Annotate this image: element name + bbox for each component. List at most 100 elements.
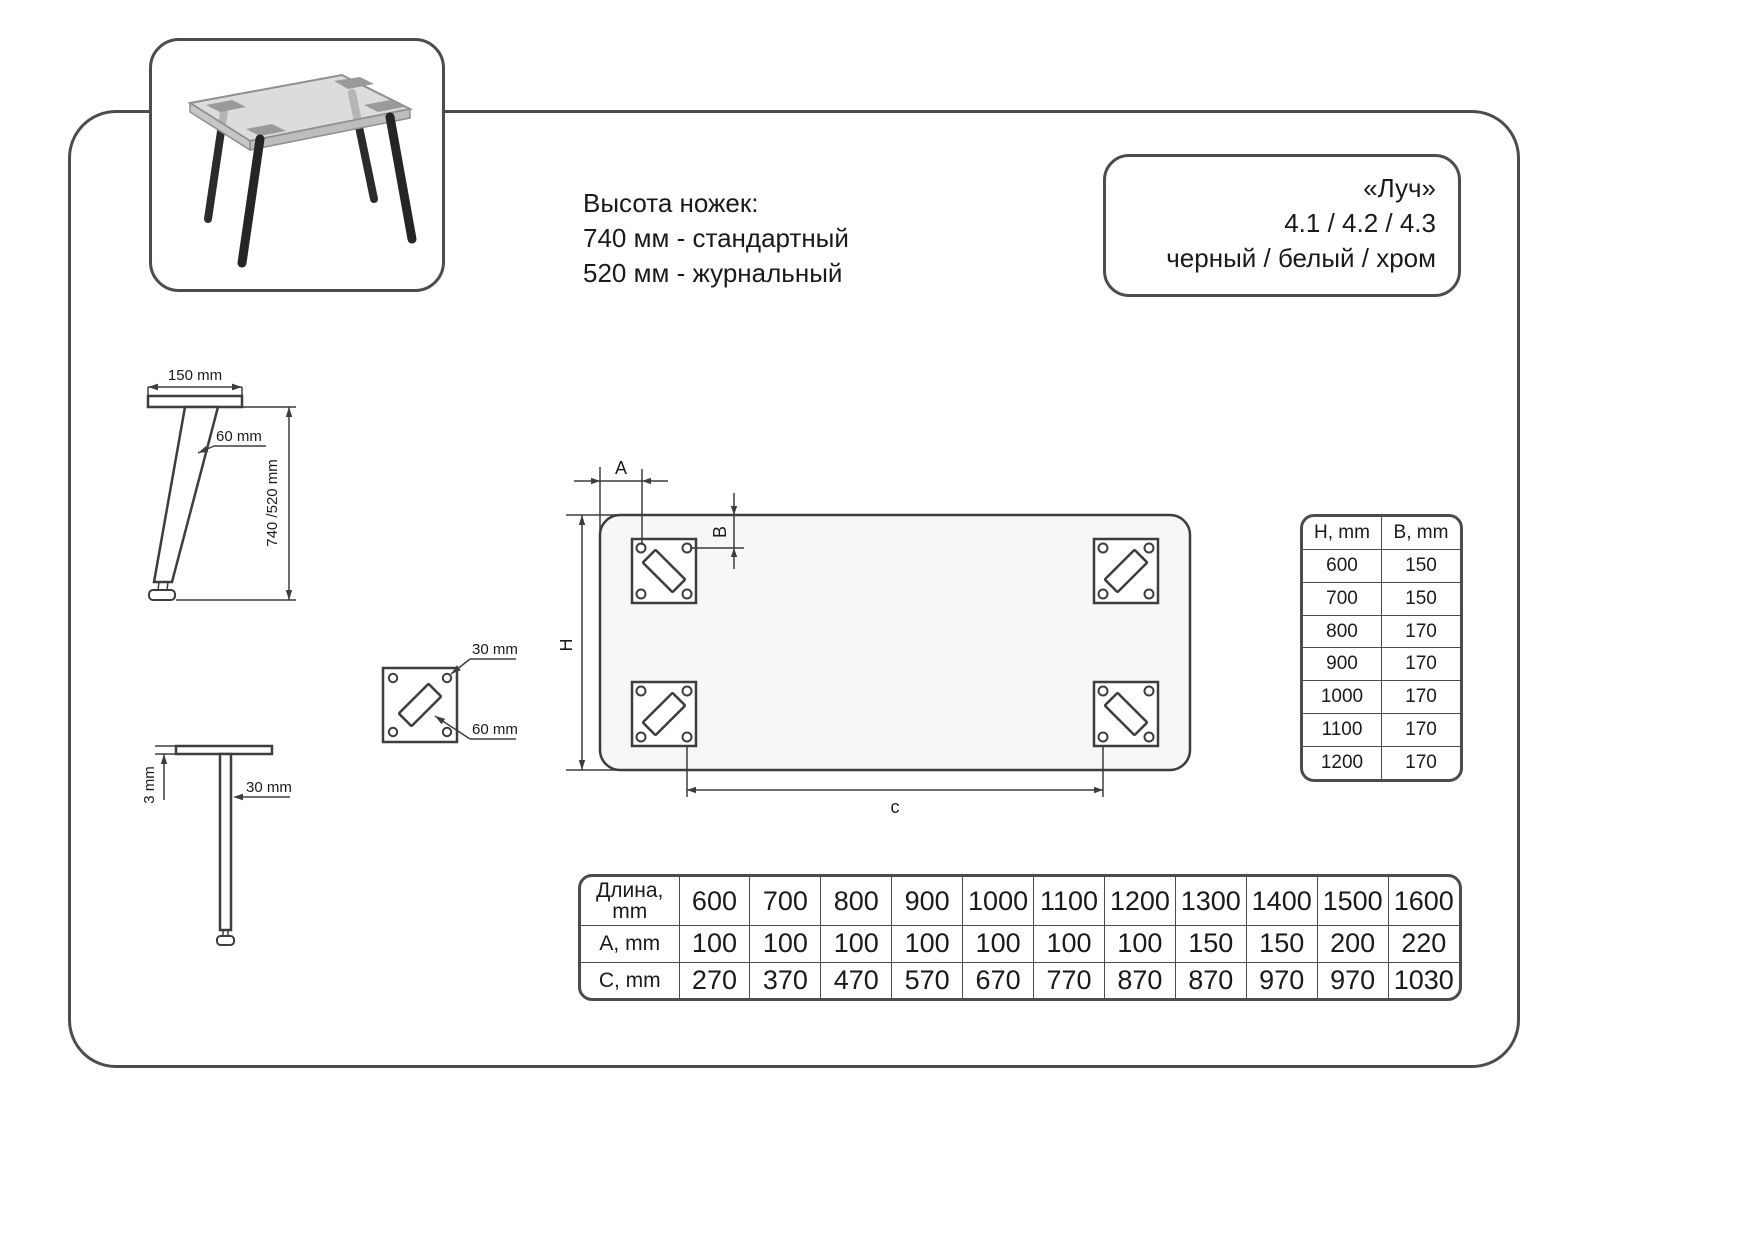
size-cell: 1500 <box>1316 877 1389 926</box>
sheet-border <box>68 110 1520 1068</box>
size-cell: 270 <box>678 961 751 998</box>
hb-cell: 1000 <box>1303 680 1382 715</box>
size-cell: 100 <box>962 925 1035 963</box>
size-cell: 220 <box>1387 925 1459 963</box>
length-label-line2: mm <box>612 900 648 923</box>
dim-b-label: B <box>710 526 730 538</box>
product-image-frame <box>149 38 445 292</box>
hb-cell: 800 <box>1303 614 1382 649</box>
leg-foot <box>148 589 176 601</box>
leg-side-drawing: 150 mm 60 mm 740 /520 mm <box>130 366 330 651</box>
thin-leg-drawing: 3 mm 30 mm <box>140 736 310 971</box>
leg-height-title: Высота ножек: <box>583 188 759 218</box>
dim-socket-size-label: 60 mm <box>472 721 518 738</box>
size-cell: 200 <box>1316 925 1389 963</box>
size-cell: 1100 <box>1033 877 1105 926</box>
dim-plate-thickness-label: 3 mm <box>141 766 158 804</box>
hb-cell: 170 <box>1381 680 1460 715</box>
dim-plate-width-label: 150 mm <box>168 367 222 384</box>
dim-hole-offset-label: 30 mm <box>472 641 518 658</box>
hb-cell: 700 <box>1303 581 1382 616</box>
mounting-plate-side <box>146 394 244 409</box>
product-name: «Луч» <box>1363 173 1436 203</box>
size-cell: 970 <box>1245 961 1318 998</box>
dim-c-label: c <box>891 797 900 817</box>
table-front-legs <box>237 112 417 268</box>
tabletop-drawing: A B H c <box>556 455 1250 835</box>
leg-socket <box>397 682 443 728</box>
size-table: Длина, mm 600 700 800 900 1000 1100 1200… <box>578 874 1462 1001</box>
product-render <box>187 73 417 268</box>
size-cell: 370 <box>749 961 822 998</box>
leg-outline <box>152 405 220 584</box>
size-cell: 1300 <box>1174 877 1247 926</box>
hb-cell: 600 <box>1303 548 1382 583</box>
dim-leg-height-label: 740 /520 mm <box>264 459 281 547</box>
hb-cell: 170 <box>1381 746 1460 779</box>
corner-plates <box>206 77 404 136</box>
product-colors: черный / белый / хром <box>1166 243 1436 273</box>
plate-hole <box>441 726 453 738</box>
size-cell: 600 <box>678 877 751 926</box>
size-cell: 100 <box>820 925 893 963</box>
size-cell: 150 <box>1245 925 1318 963</box>
size-cell: 900 <box>891 877 964 926</box>
plate-top-right <box>1092 537 1160 605</box>
size-cell: 100 <box>1103 925 1176 963</box>
leg-height-coffee: 520 мм - журнальный <box>583 258 843 288</box>
size-cell: 570 <box>891 961 964 998</box>
size-cell: 1030 <box>1387 961 1459 998</box>
hb-cell: 150 <box>1381 548 1460 583</box>
product-models: 4.1 / 4.2 / 4.3 <box>1284 208 1436 238</box>
hb-cell: 170 <box>1381 614 1460 649</box>
size-cell: 700 <box>749 877 822 926</box>
plate-bottom-left <box>630 680 698 748</box>
dim-a-label: A <box>615 458 627 478</box>
dim-h-label: H <box>560 639 576 652</box>
hb-cell: 900 <box>1303 647 1382 682</box>
leg-height-standard: 740 мм - стандартный <box>583 223 849 253</box>
straight-leg-outline <box>218 752 233 932</box>
size-row-label-length: Длина, mm <box>581 877 680 926</box>
product-badge: «Луч» 4.1 / 4.2 / 4.3 черный / белый / х… <box>1103 154 1461 297</box>
size-cell: 970 <box>1316 961 1389 998</box>
size-cell: 100 <box>1033 925 1105 963</box>
size-cell: 1600 <box>1387 877 1459 926</box>
size-cell: 1200 <box>1103 877 1176 926</box>
tabletop-outline <box>598 513 1192 772</box>
hb-cell: 170 <box>1381 647 1460 682</box>
plate-bottom-right <box>1092 680 1160 748</box>
size-cell: 100 <box>678 925 751 963</box>
plate-hole <box>387 726 399 738</box>
hb-cell: 170 <box>1381 713 1460 748</box>
dim-leg-diameter-label: 30 mm <box>246 779 292 796</box>
size-cell: 100 <box>749 925 822 963</box>
length-label-line1: Длина, <box>596 879 664 902</box>
size-row-label-c: C, mm <box>581 961 680 998</box>
hb-header-b: B, mm <box>1381 517 1460 550</box>
size-cell: 150 <box>1174 925 1247 963</box>
size-row-label-a: A, mm <box>581 925 680 963</box>
table-top-left-edge <box>189 101 251 152</box>
plate-hole <box>387 672 399 684</box>
leg-height-info: Высота ножек: 740 мм - стандартный 520 м… <box>583 186 849 291</box>
plate-hole <box>441 672 453 684</box>
plate-top-left <box>630 537 698 605</box>
size-cell: 870 <box>1103 961 1176 998</box>
size-cell: 100 <box>891 925 964 963</box>
hb-cell: 1200 <box>1303 746 1382 779</box>
size-cell: 1400 <box>1245 877 1318 926</box>
size-cell: 770 <box>1033 961 1105 998</box>
plate-top-drawing: 30 mm 60 mm <box>375 640 540 770</box>
size-cell: 870 <box>1174 961 1247 998</box>
size-cell: 670 <box>962 961 1035 998</box>
hb-table: H, mm B, mm 600 150 700 150 800 170 900 … <box>1300 514 1463 782</box>
size-cell: 800 <box>820 877 893 926</box>
size-cell: 470 <box>820 961 893 998</box>
hb-cell: 150 <box>1381 581 1460 616</box>
hb-header-h: H, mm <box>1303 517 1382 550</box>
leg-foot <box>216 935 235 946</box>
size-cell: 1000 <box>962 877 1035 926</box>
dim-leg-size-label: 60 mm <box>216 428 262 445</box>
